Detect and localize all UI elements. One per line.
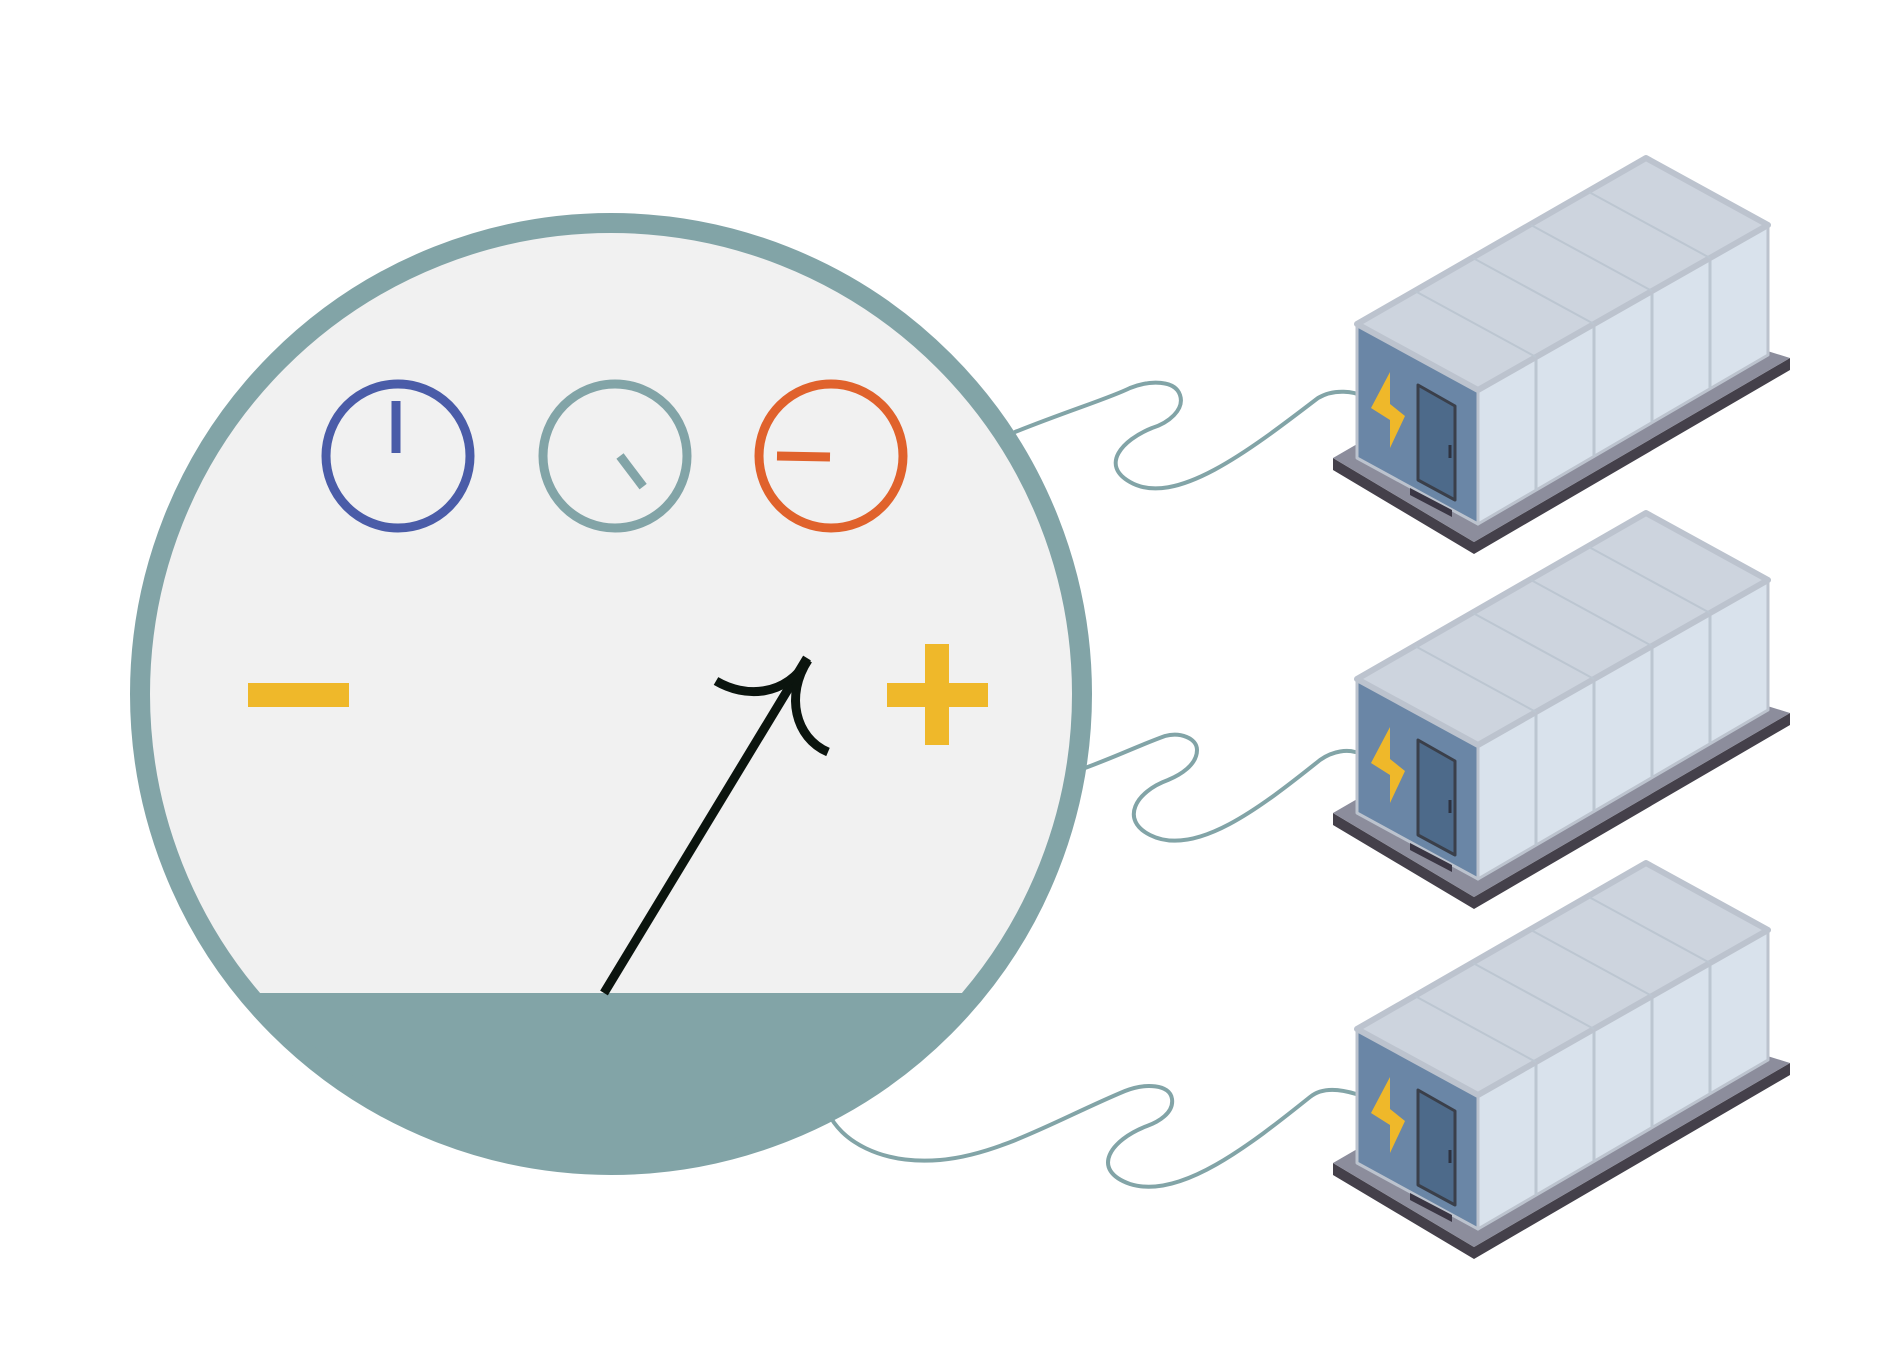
container-ribs bbox=[1534, 613, 1712, 845]
door bbox=[1416, 1088, 1457, 1207]
plus-sign-icon bbox=[887, 644, 988, 745]
container-ribs bbox=[1534, 258, 1712, 490]
cable-3 bbox=[826, 1084, 1358, 1189]
dial-teal-needle bbox=[616, 453, 647, 490]
battery-container-3 bbox=[1333, 860, 1790, 1259]
meter-ring bbox=[130, 213, 1092, 1175]
dial-orange bbox=[754, 379, 908, 533]
meter-face bbox=[140, 223, 1082, 1165]
battery-containers bbox=[1333, 155, 1790, 1259]
meter-base bbox=[140, 993, 1082, 1165]
roof-panels bbox=[1414, 191, 1711, 358]
lightning-icon bbox=[1371, 372, 1405, 448]
lightning-icon bbox=[1371, 1077, 1405, 1153]
battery-container-2 bbox=[1333, 510, 1790, 909]
battery-container-1 bbox=[1333, 155, 1790, 554]
dials bbox=[321, 379, 908, 533]
meter bbox=[130, 213, 1092, 1175]
door-step bbox=[1410, 488, 1452, 517]
dial-orange-needle bbox=[776, 451, 831, 462]
container-roof bbox=[1354, 155, 1771, 393]
cable-2 bbox=[1083, 732, 1357, 843]
container-roof bbox=[1354, 510, 1771, 748]
cables bbox=[826, 380, 1364, 1189]
roof-panels bbox=[1414, 896, 1711, 1063]
container-ribs bbox=[1534, 963, 1712, 1195]
door bbox=[1416, 738, 1457, 857]
minus-sign-icon bbox=[248, 683, 349, 707]
dial-blue bbox=[321, 379, 475, 533]
dial-teal bbox=[538, 379, 692, 533]
container-roof bbox=[1354, 860, 1771, 1098]
door-step bbox=[1410, 843, 1452, 872]
needle-arrow-icon bbox=[600, 655, 830, 996]
lightning-icon bbox=[1371, 727, 1405, 803]
door bbox=[1416, 383, 1457, 502]
cable-1 bbox=[1013, 380, 1364, 491]
roof-panels bbox=[1414, 546, 1711, 713]
door-step bbox=[1410, 1193, 1452, 1222]
